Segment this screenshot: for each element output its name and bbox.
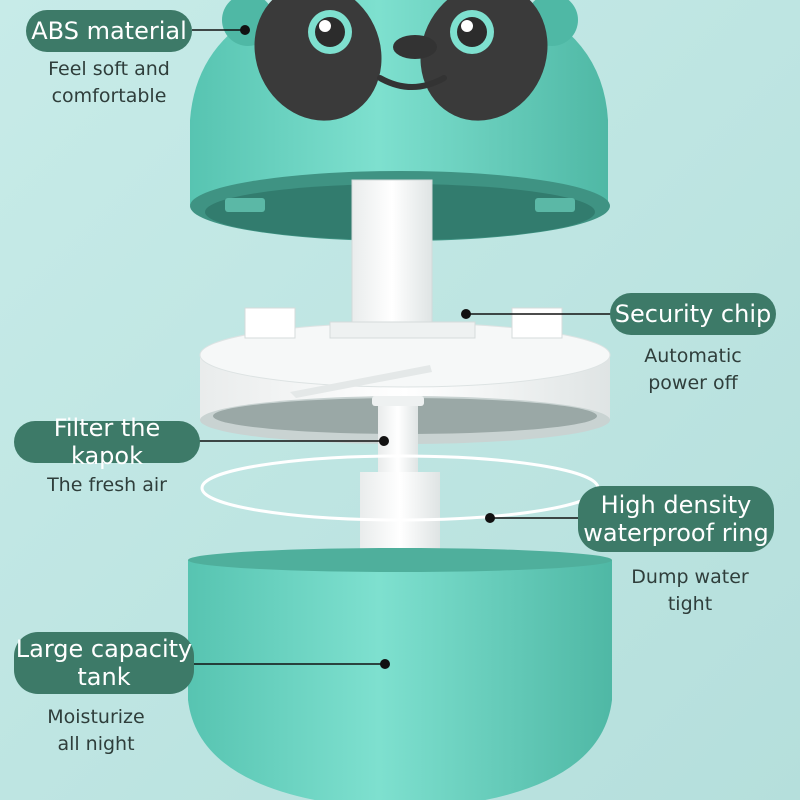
callout-leaders: [192, 25, 612, 669]
panda-face-icon: [254, 0, 548, 121]
panda-lid: [190, 0, 610, 241]
water-tank: [188, 548, 612, 800]
filter-kapok-label: Filter the kapok: [14, 414, 200, 470]
security-chip-label: Security chip: [610, 293, 776, 335]
filter-kapok-caption: The fresh air: [47, 474, 167, 496]
filter-wick: [360, 396, 440, 552]
security-chip-caption: Automatic power off: [644, 345, 742, 394]
abs-material-caption: Feel soft and comfortable: [48, 58, 170, 107]
waterproof-ring-label: High density waterproof ring: [578, 486, 774, 552]
large-tank-label: Large capacity tank: [14, 632, 194, 694]
abs-material-label: ABS material: [26, 10, 192, 52]
large-tank-caption: Moisturize all night: [47, 706, 145, 755]
mist-tube: [351, 179, 433, 331]
waterproof-ring-caption: Dump water tight: [631, 566, 749, 615]
